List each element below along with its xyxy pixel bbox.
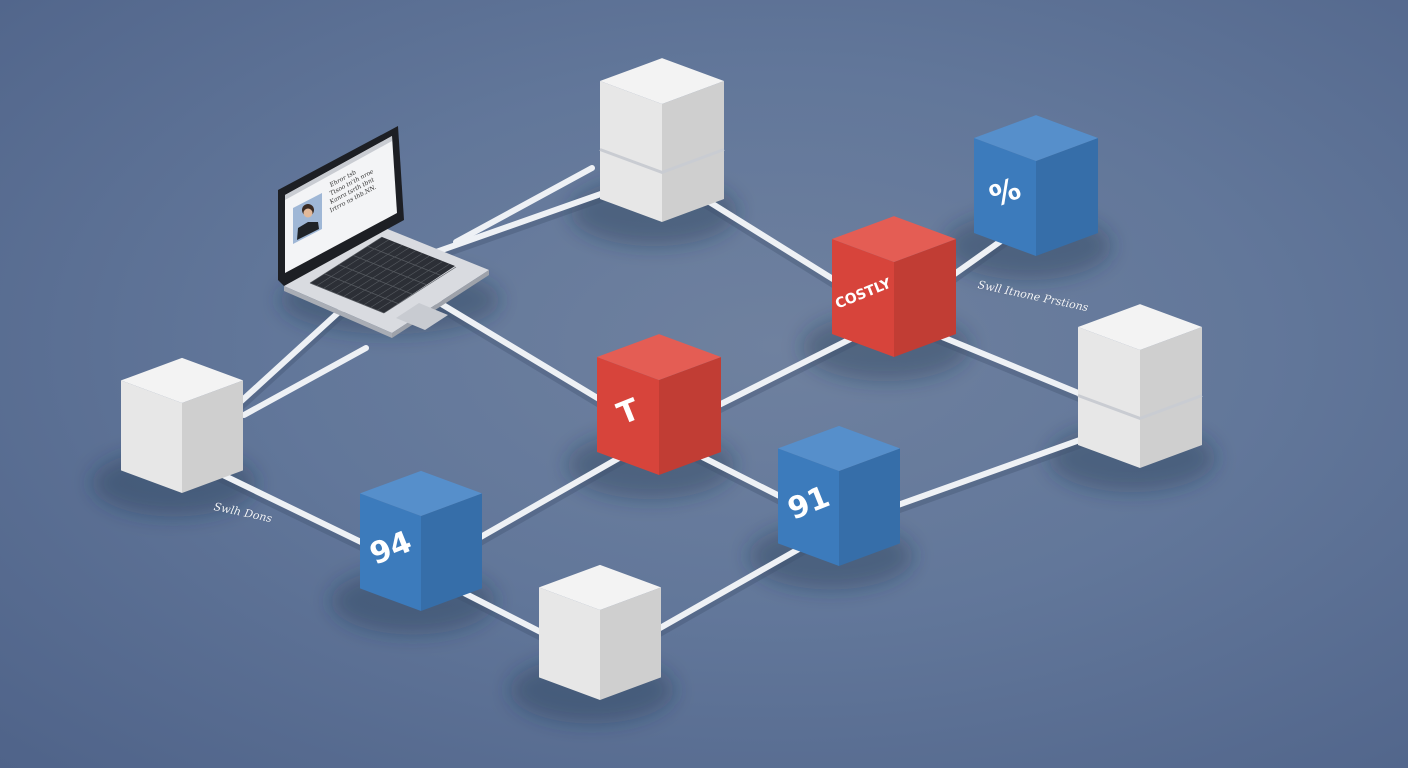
top-white-server[interactable]: [599, 58, 725, 222]
costly-red-cube-left-face: [832, 239, 894, 357]
keyboard-col-line: [309, 236, 383, 284]
keyboard-col-line: [356, 255, 430, 303]
left-white-cube-left-face: [121, 380, 182, 493]
top-white-server-left-face: [600, 81, 662, 222]
center-red-cube[interactable]: T: [597, 334, 721, 475]
costly-red-cube[interactable]: COSTLY: [832, 216, 956, 357]
center-red-cube-right-face: [659, 357, 721, 475]
percent-blue-cube-right-face: [1036, 138, 1098, 256]
costly-red-cube-right-face: [894, 239, 956, 357]
right-white-server-top-face: [1078, 304, 1202, 350]
keyboard-col-line: [316, 239, 389, 286]
keyboard-row-line: [309, 282, 385, 314]
ninety-four-blue-cube-left-face: [360, 493, 421, 611]
ninety-one-blue-cube[interactable]: 91: [778, 425, 900, 566]
keyboard-row-line: [338, 264, 413, 295]
ninety-four-blue-cube-right-face: [421, 493, 482, 611]
laptop-screen[interactable]: [285, 136, 397, 273]
laptop-base-edge: [284, 286, 392, 338]
right-white-server-left-face: [1078, 327, 1140, 468]
percent-blue-cube-top-face: [974, 115, 1098, 161]
right-white-server-right-face: [1140, 327, 1202, 468]
keyboard-col-line: [350, 253, 423, 300]
keyboard-col-line: [383, 266, 457, 314]
bottom-white-cube-left-face: [539, 587, 600, 700]
bottom-white-cube-top-face: [539, 564, 661, 610]
ninety-four-blue-cube-top-face: [360, 470, 482, 516]
ninety-one-blue-cube-left-face: [778, 448, 839, 566]
center-red-cube-top-face: [597, 334, 721, 380]
bottom-white-cube-right-face: [600, 587, 661, 700]
keyboard-keys: [309, 236, 457, 314]
right-white-server[interactable]: [1077, 304, 1203, 468]
screen-title-bar: [285, 136, 392, 200]
center-red-cube-left-face: [597, 357, 659, 475]
ninety-four-blue-cube[interactable]: 94: [360, 470, 482, 611]
keyboard-col-line: [370, 261, 443, 308]
top-white-server-right-face: [662, 81, 724, 222]
keyboard-col-line: [336, 247, 410, 295]
left-white-cube-top-face: [121, 357, 243, 403]
left-white-cube-right-face: [182, 380, 243, 493]
connector-stub-2: [453, 165, 595, 245]
bottom-white-cube[interactable]: [539, 564, 661, 700]
avatar-body: [297, 222, 319, 240]
keyboard-col-line: [363, 258, 436, 306]
keyboard-row-line: [324, 273, 399, 304]
avatar-face: [303, 208, 313, 218]
right-white-server-seam: [1077, 394, 1203, 421]
left-white-cube[interactable]: [121, 357, 243, 493]
top-white-server-top-face: [600, 58, 724, 104]
connector-stub-1: [241, 345, 369, 418]
ninety-one-blue-cube-top-face: [778, 425, 900, 471]
trackpad: [396, 303, 448, 330]
ninety-one-blue-cube-right-face: [839, 448, 900, 566]
keyboard-col-line: [343, 250, 416, 297]
percent-blue-cube-left-face: [974, 138, 1036, 256]
costly-red-cube-top-face: [832, 216, 956, 262]
keyboard-col-line: [377, 264, 450, 311]
top-white-server-seam: [599, 148, 725, 175]
keyboard-col-line: [330, 244, 403, 292]
percent-blue-cube[interactable]: %: [974, 115, 1098, 256]
avatar: [293, 193, 322, 244]
keyboard-col-line: [323, 242, 396, 289]
